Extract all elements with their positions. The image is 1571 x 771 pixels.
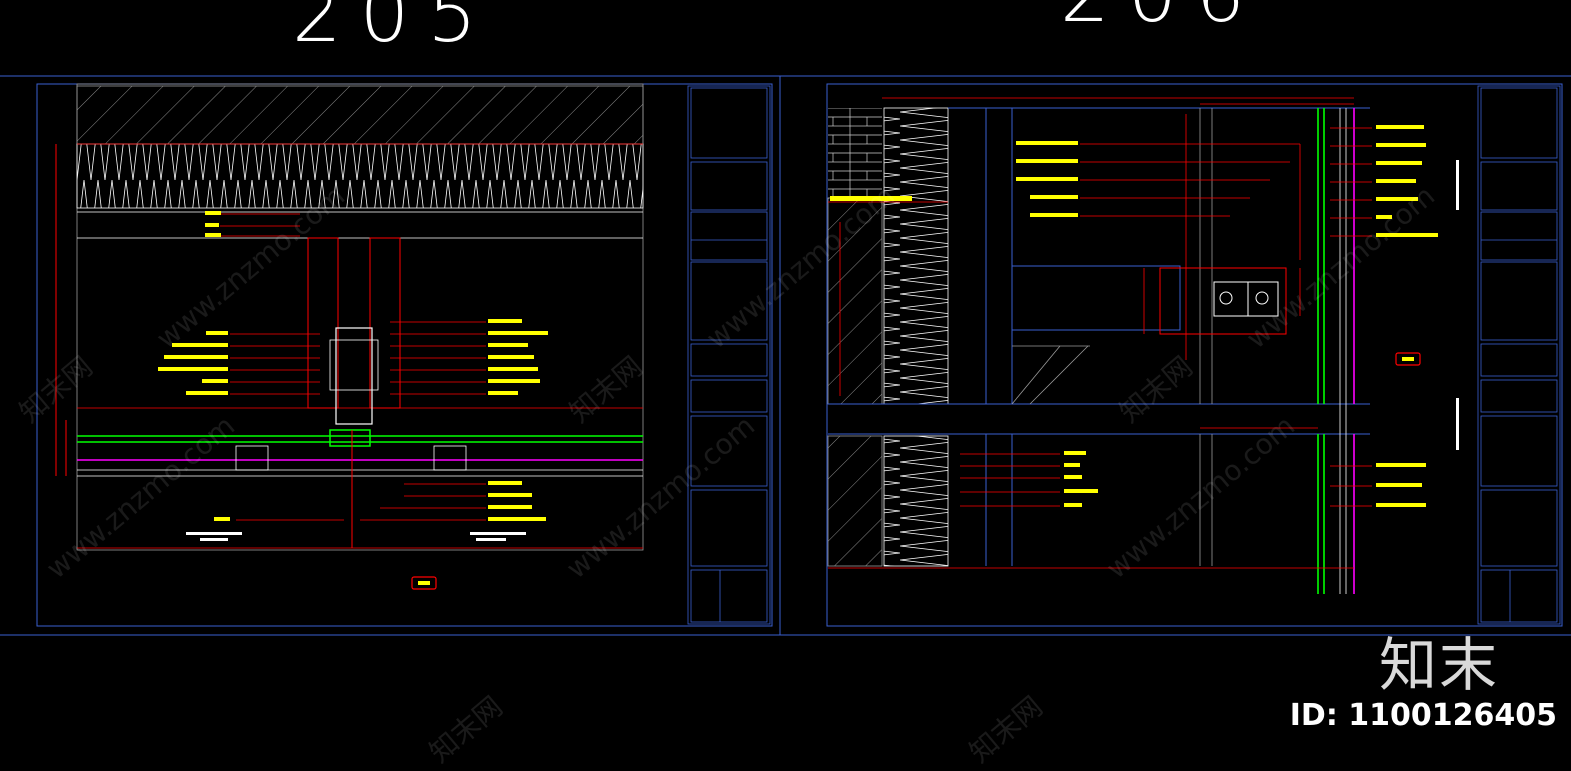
callout-labels-205 <box>158 211 548 521</box>
sheet-number-206: 206 <box>1060 0 1263 34</box>
sheet-number-205: 205 <box>292 0 495 60</box>
cad-drawing-canvas <box>0 75 1571 636</box>
brand-logo: 知末 <box>1378 631 1499 699</box>
image-id-label: ID: 1100126405 <box>1289 698 1557 733</box>
sheet-205 <box>36 83 773 627</box>
sheet-206 <box>826 83 1563 627</box>
callout-labels-206 <box>830 125 1438 507</box>
